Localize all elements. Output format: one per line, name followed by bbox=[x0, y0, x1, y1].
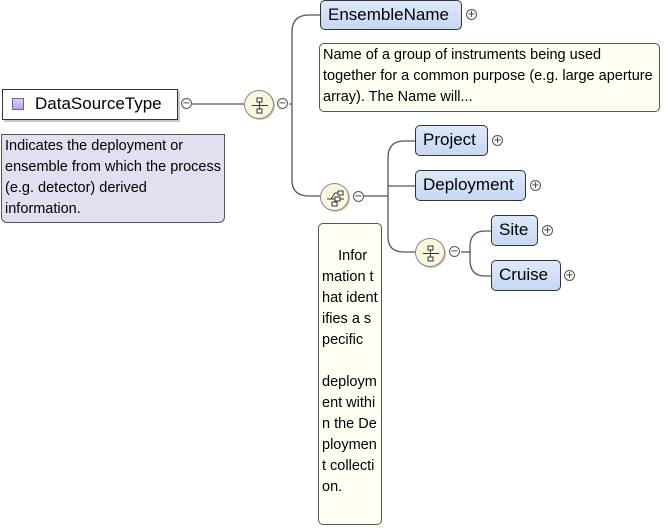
choice-documentation-text: Information that identifies a specific d… bbox=[322, 248, 378, 495]
ensemble-name-label: EnsembleName bbox=[328, 5, 449, 24]
nested-choice-compositor[interactable] bbox=[415, 238, 445, 267]
expand-project-toggle[interactable]: + bbox=[492, 135, 503, 146]
complex-type-icon bbox=[12, 98, 24, 110]
expand-deployment-toggle[interactable]: + bbox=[530, 180, 541, 191]
expand-ensemble-name-toggle[interactable]: + bbox=[466, 9, 477, 20]
site-label: Site bbox=[499, 220, 529, 239]
deployment-element[interactable]: Deployment bbox=[415, 170, 526, 201]
root-documentation: Indicates the deployment or ensemble fro… bbox=[1, 134, 225, 223]
collapse-nested-choice-toggle[interactable]: − bbox=[449, 246, 460, 257]
collapse-choice-toggle[interactable]: − bbox=[353, 191, 364, 202]
project-element[interactable]: Project bbox=[415, 125, 488, 156]
choice-icon bbox=[327, 190, 344, 207]
sequence-compositor[interactable] bbox=[244, 90, 274, 119]
nested-choice-icon bbox=[423, 245, 439, 262]
site-element[interactable]: Site bbox=[491, 215, 538, 246]
collapse-sequence-toggle[interactable]: − bbox=[277, 98, 288, 109]
cruise-element[interactable]: Cruise bbox=[491, 260, 561, 291]
collapse-root-toggle[interactable]: − bbox=[181, 98, 192, 109]
ensemble-name-documentation-text: Name of a group of instruments being use… bbox=[323, 47, 653, 105]
expand-site-toggle[interactable]: + bbox=[542, 225, 553, 236]
root-documentation-text: Indicates the deployment or ensemble fro… bbox=[5, 138, 221, 217]
deployment-label: Deployment bbox=[423, 175, 514, 194]
expand-cruise-toggle[interactable]: + bbox=[564, 270, 575, 281]
choice-documentation: Information that identifies a specific d… bbox=[318, 223, 382, 525]
project-label: Project bbox=[423, 130, 476, 149]
ensemble-name-documentation: Name of a group of instruments being use… bbox=[319, 43, 660, 112]
root-element-box[interactable]: DataSourceType bbox=[2, 89, 178, 120]
ensemble-name-element[interactable]: EnsembleName bbox=[320, 0, 462, 30]
root-element-name: DataSourceType bbox=[35, 94, 162, 113]
sequence-icon bbox=[252, 97, 268, 114]
cruise-label: Cruise bbox=[499, 265, 549, 284]
choice-compositor[interactable] bbox=[320, 183, 349, 211]
